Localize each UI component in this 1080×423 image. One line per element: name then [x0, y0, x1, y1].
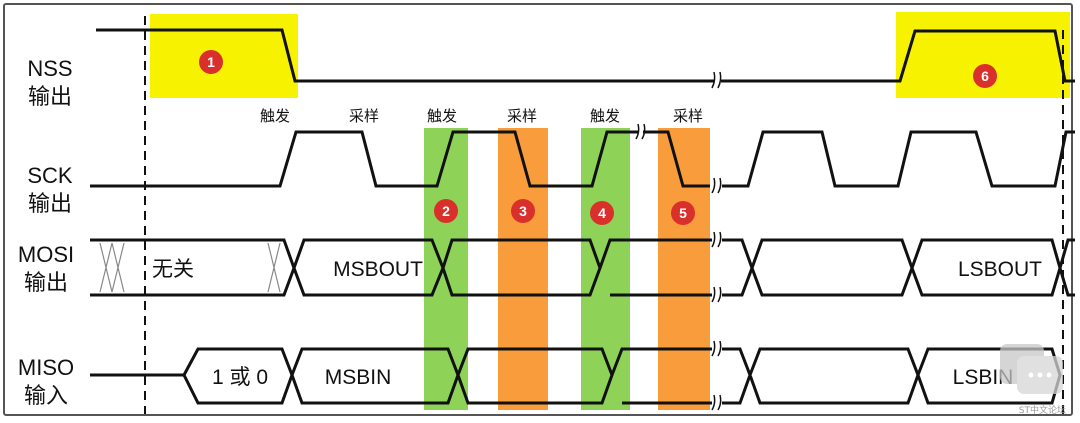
- miso-msbin-text: MSBIN: [325, 366, 392, 389]
- miso-break-mark: [711, 340, 722, 411]
- svg-text:3: 3: [519, 203, 527, 219]
- marker-5: 5: [671, 201, 695, 225]
- sck-label-sub: 输出: [28, 191, 72, 216]
- svg-text:2: 2: [442, 203, 450, 219]
- svg-text:1: 1: [207, 54, 215, 70]
- sample-label-3: 采样: [673, 107, 703, 125]
- trigger-label-2: 触发: [427, 107, 457, 125]
- nss-label: NSS: [27, 56, 72, 81]
- marker-4: 4: [590, 201, 614, 225]
- sck-waveform: [90, 130, 1075, 188]
- mosi-bus: [90, 238, 1075, 297]
- miso-label-sub: 输入: [24, 383, 68, 408]
- sample-band-1: [498, 128, 548, 410]
- marker-6: 6: [973, 64, 997, 88]
- mosi-label: MOSI: [18, 242, 74, 267]
- mosi-lsbout-text: LSBOUT: [958, 258, 1042, 281]
- mosi-label-sub: 输出: [24, 270, 68, 295]
- sck-label: SCK: [27, 163, 73, 188]
- mosi-dont-care-text: 无关: [152, 258, 194, 281]
- trigger-band-2: [581, 128, 630, 410]
- trigger-band-1: [424, 128, 468, 410]
- miso-initial-text: 1 或 0: [212, 366, 268, 389]
- nss-start-highlight: [150, 14, 298, 98]
- svg-text:4: 4: [598, 205, 606, 221]
- mosi-msbout-text: MSBOUT: [333, 258, 423, 281]
- nss-break-mark: [711, 71, 722, 89]
- svg-text:6: 6: [981, 68, 989, 84]
- marker-2: 2: [434, 199, 458, 223]
- svg-text:5: 5: [679, 205, 687, 221]
- sample-band-2: [658, 128, 710, 410]
- watermark-text: ST中文论坛: [1019, 404, 1066, 416]
- marker-3: 3: [511, 199, 535, 223]
- marker-1: 1: [199, 50, 223, 74]
- watermark-logo-icon: [1000, 344, 1063, 394]
- trigger-label-1: 触发: [260, 107, 290, 125]
- nss-label-sub: 输出: [28, 84, 72, 109]
- sample-label-1: 采样: [349, 107, 379, 125]
- miso-label: MISO: [18, 355, 74, 380]
- mosi-break-mark: [711, 231, 722, 303]
- nss-waveform: [96, 28, 1075, 83]
- sample-label-2: 采样: [507, 107, 537, 125]
- mosi-dont-care-hatch: [99, 242, 281, 293]
- miso-lsbin-text: LSBIN: [953, 366, 1014, 389]
- trigger-label-3: 触发: [590, 107, 620, 125]
- sck-break-mark: [635, 123, 722, 194]
